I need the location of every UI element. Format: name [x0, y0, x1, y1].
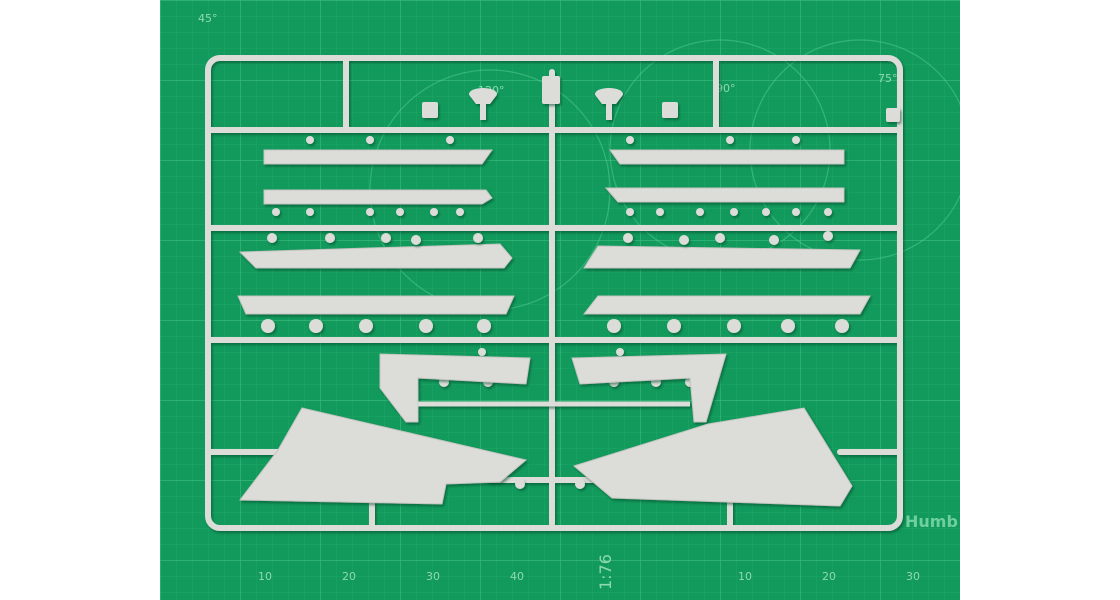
mat-angle-label: 90°: [716, 82, 736, 95]
ruler-number: 10: [738, 570, 752, 583]
mat-angle-label: 45°: [198, 12, 218, 25]
sprue-frame: [205, 55, 903, 531]
ruler-number: 30: [906, 570, 920, 583]
ruler-number: 30: [426, 570, 440, 583]
sprue-wing-parts: [239, 407, 853, 507]
sprue-top-parts: [422, 76, 900, 122]
photo: 120° 90° 75° 45° 1:76 Humb 10 20 30 40 1…: [160, 0, 960, 600]
mat-brand-label: Humb: [905, 512, 958, 531]
mat-scale-label: 1:76: [596, 554, 615, 590]
ruler-number: 20: [342, 570, 356, 583]
ruler-number: 40: [510, 570, 524, 583]
ruler-number: 10: [258, 570, 272, 583]
sprue-frame-parts: [379, 353, 727, 423]
mat-angle-label: 75°: [878, 72, 898, 85]
sprue-strip-parts: [237, 149, 871, 315]
ruler-number: 20: [822, 570, 836, 583]
